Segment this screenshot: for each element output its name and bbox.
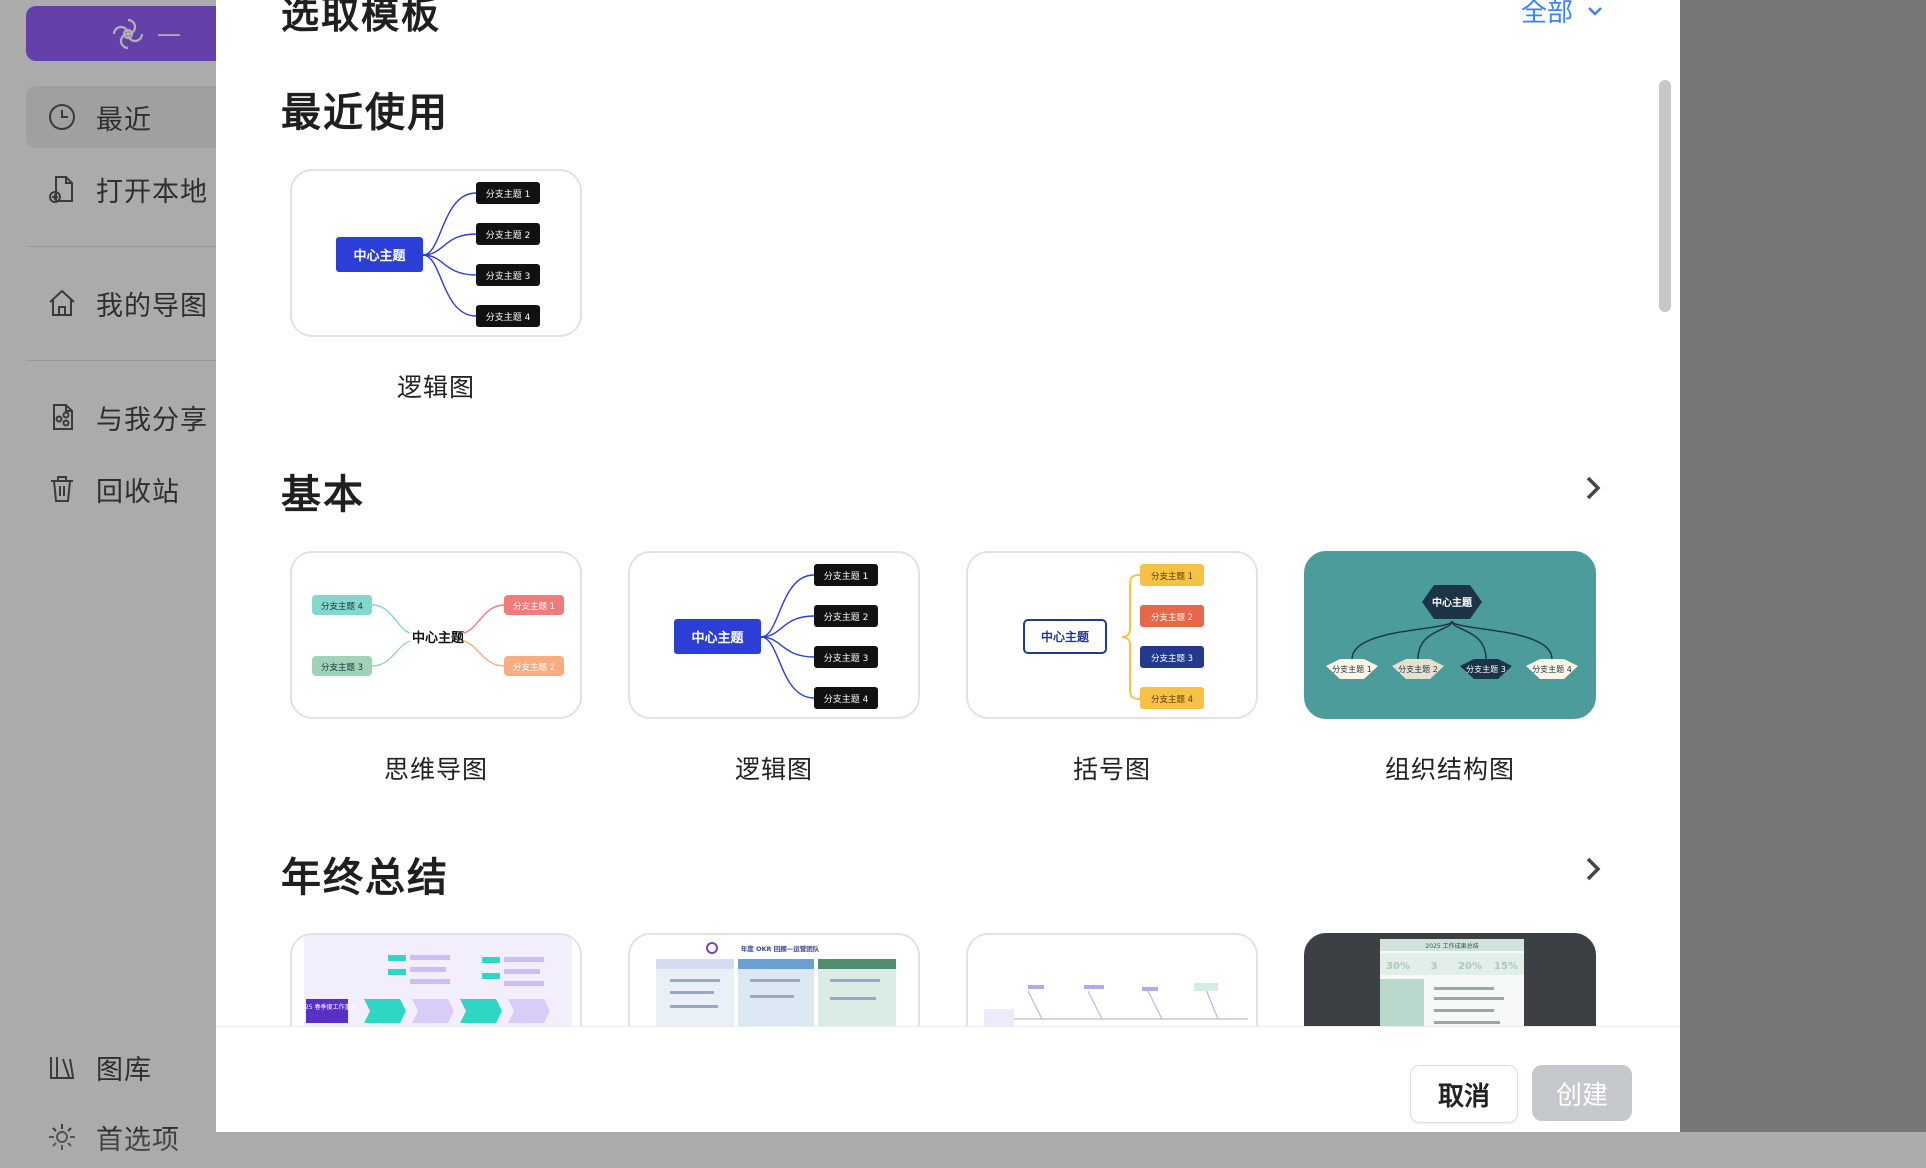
thumb-stat: 15% xyxy=(1494,961,1518,972)
thumb-branch-text: 分支主题 1 xyxy=(824,570,869,582)
sidebar-divider xyxy=(26,246,260,247)
brace-map-thumbnail: 中心主题 分支主题 1 分支主题 2 分支主题 3 分支主题 4 xyxy=(1023,564,1204,709)
template-card-logic[interactable]: 中心主题 分支主题 1 分支主题 2 分支主题 3 分支主题 4 xyxy=(628,551,920,719)
clock-icon xyxy=(46,101,78,133)
sidebar-item-shared[interactable]: 与我分享 xyxy=(26,386,260,448)
thumb-branch-text: 分支主题 3 xyxy=(1151,653,1193,664)
thumb-branch-text: 分支主题 4 xyxy=(486,311,531,323)
cancel-button[interactable]: 取消 xyxy=(1410,1065,1518,1123)
home-icon xyxy=(46,287,78,319)
sidebar-item-label: 回收站 xyxy=(96,476,180,508)
sidebar-item-open-local[interactable]: 打开本地 xyxy=(26,158,260,220)
section-title-year-end: 年终总结 xyxy=(281,855,449,901)
chevron-right-icon xyxy=(1586,476,1601,500)
template-card-year-end-2[interactable]: 年度 OKR 回顾—运营团队 xyxy=(628,933,920,1026)
year-end-fishbone-thumbnail: 2025 春季度工作重点 xyxy=(297,935,572,1026)
modal-footer: 取消 创建 xyxy=(216,1026,1680,1132)
mindmap-thumbnail: 中心主题 分支主题 4 分支主题 3 分支主题 1 分支主题 2 xyxy=(312,595,564,676)
thumb-center-text: 中心主题 xyxy=(691,630,744,646)
sidebar-item-label: 打开本地 xyxy=(96,176,208,208)
thumb-branch-text: 分支主题 4 xyxy=(1532,664,1572,674)
section-title-basic: 基本 xyxy=(281,472,365,518)
year-end-okr-thumbnail: 年度 OKR 回顾—运营团队 xyxy=(656,942,896,1026)
basic-see-all-button[interactable] xyxy=(1581,473,1605,503)
thumb-branch-text: 分支主题 4 xyxy=(824,693,869,705)
thumb-branch-text: 分支主题 1 xyxy=(486,188,531,200)
thumb-branch-text: 分支主题 3 xyxy=(824,652,869,664)
chevron-right-icon xyxy=(1586,857,1601,881)
thumb-branch-text: 分支主题 4 xyxy=(321,601,363,612)
template-card-year-end-1[interactable]: 2025 春季度工作重点 xyxy=(290,933,582,1026)
template-card-logic-recent[interactable]: 中心主题 分支主题 1 分支主题 2 分支主题 3 分支主题 4 xyxy=(290,169,582,337)
sidebar-item-my-maps[interactable]: 我的导图 xyxy=(26,272,260,334)
template-card-year-end-3[interactable] xyxy=(966,933,1258,1026)
year-end-see-all-button[interactable] xyxy=(1581,854,1605,884)
sidebar-divider xyxy=(26,360,260,361)
thumb-stat: 30% xyxy=(1386,961,1410,972)
sidebar-item-label: 图库 xyxy=(96,1054,152,1086)
open-file-icon xyxy=(46,173,78,205)
logic-chart-thumbnail: 中心主题 分支主题 1 分支主题 2 分支主题 3 分支主题 4 xyxy=(336,182,540,327)
logic-chart-thumbnail: 中心主题 分支主题 1 分支主题 2 分支主题 3 分支主题 4 xyxy=(674,564,878,709)
sidebar-item-label: 与我分享 xyxy=(96,404,208,436)
create-button[interactable]: 创建 xyxy=(1532,1065,1632,1121)
year-end-timeline-thumbnail xyxy=(984,983,1248,1026)
thumb-card-title: 年度 OKR 回顾—运营团队 xyxy=(741,944,820,953)
chevron-down-icon xyxy=(1588,6,1602,16)
thumb-branch-text: 分支主题 2 xyxy=(1151,612,1193,623)
thumb-card-title: 2025 春季度工作重点 xyxy=(297,1003,356,1011)
template-card-label: 逻辑图 xyxy=(734,755,813,784)
modal-title: 选取模板 xyxy=(281,0,442,37)
new-button-text: — xyxy=(157,19,181,48)
thumb-stat: 3 xyxy=(1431,961,1438,972)
thumb-branch-text: 分支主题 3 xyxy=(321,662,363,673)
template-card-mindmap[interactable]: 中心主题 分支主题 4 分支主题 3 分支主题 1 分支主题 2 xyxy=(290,551,582,719)
thumb-branch-text: 分支主题 3 xyxy=(1466,664,1506,674)
thumb-branch-text: 分支主题 4 xyxy=(1151,694,1193,705)
template-card-brace[interactable]: 中心主题 分支主题 1 分支主题 2 分支主题 3 分支主题 4 xyxy=(966,551,1258,719)
thumb-center-text: 中心主题 xyxy=(412,630,465,646)
thumb-center-text: 中心主题 xyxy=(353,248,406,264)
template-scroll-area[interactable]: 选取模板 全部 最近使用 中心主题 分支主题 1 xyxy=(216,0,1680,1026)
thumb-branch-text: 分支主题 2 xyxy=(486,229,531,241)
section-title-recent: 最近使用 xyxy=(281,90,449,136)
sidebar-item-trash[interactable]: 回收站 xyxy=(26,458,260,520)
thumb-branch-text: 分支主题 1 xyxy=(1151,571,1193,582)
sidebar-item-label: 最近 xyxy=(96,104,152,136)
vertical-scrollbar[interactable] xyxy=(1659,80,1671,312)
template-card-label: 逻辑图 xyxy=(396,373,475,402)
template-card-label: 括号图 xyxy=(1072,755,1151,784)
org-chart-thumbnail: 中心主题 分支主题 1 分支主题 2 分支主题 3 分支主题 4 xyxy=(1326,585,1578,679)
trash-icon xyxy=(46,473,78,505)
year-end-dashboard-thumbnail: 2025 工作成果总结 30% 3 20% 15% xyxy=(1380,939,1524,1026)
thumb-card-title: 2025 工作成果总结 xyxy=(1425,942,1478,950)
shared-file-icon xyxy=(46,401,78,433)
thumb-branch-text: 分支主题 1 xyxy=(513,601,555,612)
sidebar-item-label: 我的导图 xyxy=(96,290,208,322)
template-card-label: 组织结构图 xyxy=(1384,755,1515,784)
category-filter-dropdown[interactable]: 全部 xyxy=(1521,0,1605,29)
template-picker-modal: 选取模板 全部 最近使用 中心主题 分支主题 1 xyxy=(216,0,1680,1132)
thumb-stat: 20% xyxy=(1458,961,1482,972)
thumb-center-text: 中心主题 xyxy=(1432,596,1473,609)
template-card-org[interactable]: 中心主题 分支主题 1 分支主题 2 分支主题 3 分支主题 4 xyxy=(1304,551,1596,719)
template-card-label: 思维导图 xyxy=(383,755,488,784)
library-icon xyxy=(46,1051,78,1083)
thumb-branch-text: 分支主题 2 xyxy=(513,662,555,673)
thumb-branch-text: 分支主题 1 xyxy=(1332,664,1372,674)
sidebar-item-library[interactable]: 图库 xyxy=(26,1036,260,1098)
thumb-branch-text: 分支主题 2 xyxy=(1398,664,1438,674)
template-card-year-end-4[interactable]: 2025 工作成果总结 30% 3 20% 15% xyxy=(1304,933,1596,1026)
thumb-branch-text: 分支主题 3 xyxy=(486,270,531,282)
filter-label: 全部 xyxy=(1520,0,1573,28)
app-logo-icon xyxy=(112,18,144,49)
thumb-branch-text: 分支主题 2 xyxy=(824,611,869,623)
thumb-center-text: 中心主题 xyxy=(1041,629,1090,644)
